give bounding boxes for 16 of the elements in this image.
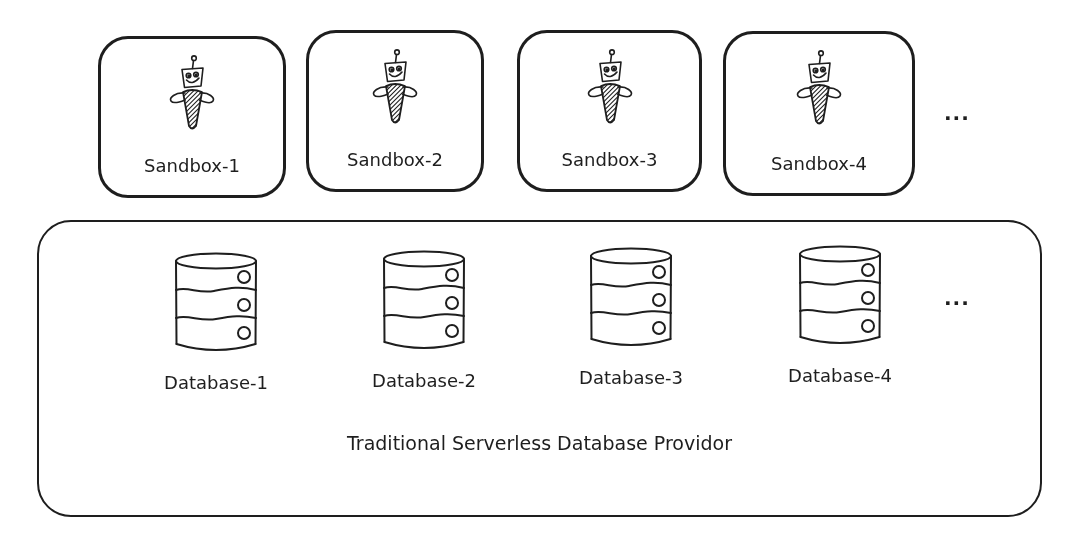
- node-label: Database-2: [372, 370, 476, 392]
- node-label: Sandbox-4: [771, 153, 867, 175]
- ellipsis-text: ...: [944, 286, 970, 310]
- node-label: Database-4: [788, 365, 892, 387]
- node-label: Sandbox-3: [561, 149, 658, 171]
- node-label: Sandbox-1: [144, 155, 240, 177]
- provider-panel: [37, 220, 1042, 517]
- sandbox-card: [517, 30, 702, 192]
- node-label: Sandbox-2: [347, 149, 443, 171]
- node-label: Database-3: [579, 367, 683, 389]
- sandbox-card: [306, 30, 484, 192]
- node-label: Traditional Serverless Database Providor: [347, 432, 732, 455]
- ellipsis-text: ...: [944, 101, 970, 125]
- sandbox-card: [723, 31, 915, 196]
- sandbox-card: [98, 36, 286, 198]
- node-label: Database-1: [164, 372, 268, 394]
